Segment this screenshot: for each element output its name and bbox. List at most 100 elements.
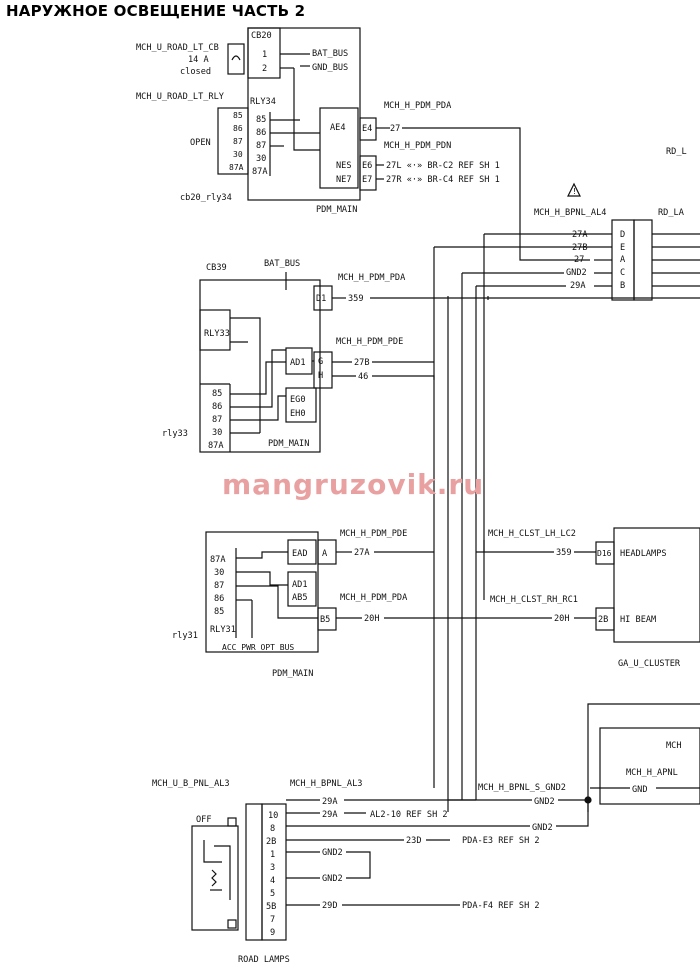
wire-20h: 20H: [364, 614, 380, 624]
pdm-pda-label-3: MCH_H_PDM_PDA: [340, 593, 408, 603]
svg-text:86: 86: [214, 594, 224, 604]
bpnl-al4-receptacle: [633, 219, 653, 301]
road-lamps-label: ROAD LAMPS: [238, 955, 290, 965]
bat-bus-label: BAT_BUS: [312, 49, 348, 59]
rly34-relay-symbol: [217, 107, 249, 175]
svg-text:87A: 87A: [210, 555, 226, 565]
pdm-pde-label: MCH_H_PDM_PDE: [336, 337, 403, 347]
ref-sheet-1b: 27R «·» BR-C4 REF SH 1: [386, 175, 500, 185]
b5-label: B5: [320, 615, 330, 625]
svg-text:86: 86: [233, 124, 243, 133]
acc-bus-label: ACC_PWR_OPT_BUS: [222, 643, 294, 652]
svg-text:8: 8: [270, 824, 275, 834]
wire-46: 46: [358, 372, 368, 382]
cb20-connector-label: MCH_U_ROAD_LT_CB: [136, 43, 219, 53]
ead-label: EAD: [292, 549, 308, 559]
wire-27: 27: [390, 124, 400, 134]
wire-359: 359: [348, 294, 364, 304]
cb20-pin-2: 2: [262, 64, 267, 74]
pdm-main-low-box: [205, 531, 319, 653]
ab5-label: AB5: [292, 593, 308, 603]
wire-29a-ref: 29A: [322, 810, 338, 820]
bat-bus-label-2: BAT_BUS: [264, 259, 300, 269]
wire-gnd2-b: GND2: [322, 874, 343, 884]
svg-text:86: 86: [212, 402, 222, 412]
svg-text:4: 4: [270, 876, 275, 886]
wire-gnd2-lamp: GND2: [532, 823, 553, 833]
2b-connector: [595, 607, 615, 631]
pin-g-label: G: [318, 357, 323, 367]
gh-connector: [313, 351, 333, 389]
pin-a-label: A: [322, 549, 328, 559]
bpnl-al4-label: MCH_H_BPNL_AL4: [534, 208, 606, 218]
headlamps-label: HEADLAMPS: [620, 549, 667, 559]
svg-text:87A: 87A: [208, 441, 224, 451]
clst-lh-label: MCH_H_CLST_LH_LC2: [488, 529, 576, 539]
ne7-label: NE7: [336, 175, 352, 185]
wire-27-al4: 27: [574, 255, 584, 265]
rly34-connector-label: MCH_U_ROAD_LT_RLY: [136, 92, 225, 102]
svg-text:30: 30: [233, 150, 243, 159]
ad1-label-2: AD1: [292, 580, 308, 590]
e4-connector: [359, 117, 377, 141]
e6-label: E6: [362, 161, 372, 171]
svg-text:87: 87: [214, 581, 224, 591]
wire-359-cluster: 359: [556, 548, 572, 558]
ad1-ab5-box: [287, 571, 317, 607]
svg-text:1: 1: [270, 850, 275, 860]
rly34-pin-87: 87: [256, 141, 266, 151]
b5-connector: [317, 607, 337, 631]
wire-29d: 29D: [322, 901, 338, 911]
clst-rh-label: MCH_H_CLST_RH_RC1: [490, 595, 578, 605]
hi-beam-label: HI BEAM: [620, 615, 656, 625]
svg-text:85: 85: [214, 607, 224, 617]
h-bpnl-al3-label: MCH_H_BPNL_AL3: [290, 779, 362, 789]
wire-gnd2-a: GND2: [322, 848, 343, 858]
svg-text:85: 85: [233, 111, 243, 120]
wire-gnd2-s: GND2: [534, 797, 555, 807]
wire-23d: 23D: [406, 836, 422, 846]
road-lamps-switch: [191, 825, 239, 931]
svg-text:2B: 2B: [266, 837, 276, 847]
cb20-rly34-label: cb20_rly34: [180, 193, 232, 203]
b-pnl-al3-label: MCH_U_B_PNL_AL3: [152, 779, 230, 789]
wire-29a: 29A: [570, 281, 586, 291]
page-title: НАРУЖНОЕ ОСВЕЩЕНИЕ ЧАСТЬ 2: [6, 2, 306, 20]
e6-e7-connector: [359, 155, 377, 191]
mch-label: MCH: [666, 741, 682, 751]
ref-sheet-1a: 27L «·» BR-C2 REF SH 1: [386, 161, 500, 171]
svg-text:30: 30: [212, 428, 222, 438]
pdm-pda-label-2: MCH_H_PDM_PDA: [338, 273, 406, 283]
ae4-label: AE4: [330, 123, 346, 133]
warning-triangle-icon: [567, 182, 581, 197]
cluster-box: [613, 527, 700, 643]
ad1-label: AD1: [290, 358, 306, 368]
rly33-ref-label: rly33: [162, 429, 188, 439]
svg-text:E: E: [620, 243, 625, 253]
svg-text:A: A: [620, 255, 626, 265]
nes-label: NES: [336, 161, 352, 171]
cb20-rating: 14 A: [188, 55, 210, 65]
rly34-label: RLY34: [250, 97, 276, 107]
ref-al2: AL2-10 REF SH 2: [370, 810, 448, 820]
pdm-main-label-top: PDM_MAIN: [316, 205, 357, 215]
ga-cluster-label: GA_U_CLUSTER: [618, 659, 681, 669]
pdm-pde-label-2: MCH_H_PDM_PDE: [340, 529, 407, 539]
svg-text:30: 30: [214, 568, 224, 578]
svg-text:3: 3: [270, 863, 275, 873]
switch-terminal-top: [227, 817, 237, 827]
svg-text:5: 5: [270, 889, 275, 899]
cb20-label: CB20: [251, 31, 272, 41]
svg-text:7: 7: [270, 915, 275, 925]
eh0-label: EH0: [290, 409, 306, 419]
e7-label: E7: [362, 175, 372, 185]
svg-text:B: B: [620, 281, 625, 291]
wire-27b: 27B: [572, 243, 588, 253]
rd-l-label: RD_L: [666, 147, 687, 157]
rly34-pin-30: 30: [256, 154, 266, 164]
pdm-main-mid-box: [199, 279, 321, 453]
wire-29a-top: 29A: [322, 797, 338, 807]
cb20-state: closed: [180, 67, 211, 77]
rly33-label: RLY33: [204, 329, 230, 339]
